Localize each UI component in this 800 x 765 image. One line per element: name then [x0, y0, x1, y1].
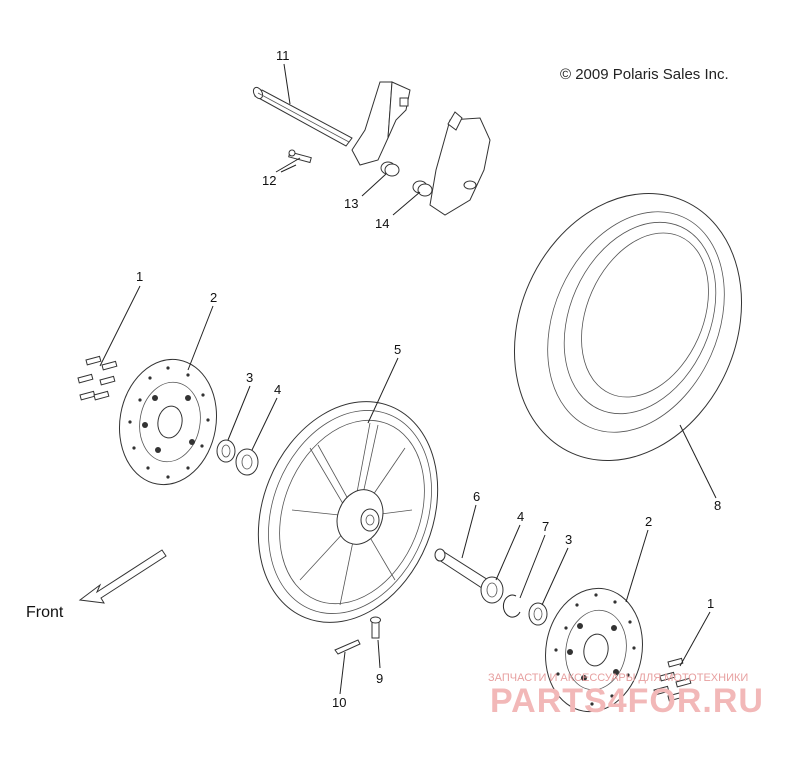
callout-2-right: 2 — [645, 514, 652, 529]
callout-11: 11 — [276, 48, 290, 63]
callout-6: 6 — [473, 489, 480, 504]
callout-4-right: 4 — [517, 509, 524, 524]
brake-disc-left — [118, 358, 218, 486]
front-direction-arrow — [78, 549, 167, 604]
wheel-weight-10 — [334, 639, 361, 655]
seal-right — [528, 602, 548, 626]
wheel-rim — [257, 401, 439, 623]
callout-1-right: 1 — [707, 596, 714, 611]
valve-stem-9 — [370, 616, 381, 639]
tire-part — [513, 192, 743, 462]
callout-7: 7 — [542, 519, 549, 534]
leader-lines — [99, 63, 717, 695]
callout-4-left: 4 — [274, 382, 281, 397]
watermark-brand: PARTS4FOR.RU — [490, 682, 764, 720]
spacer-13 — [380, 161, 400, 177]
callout-1-left: 1 — [136, 269, 143, 284]
callout-5: 5 — [394, 342, 401, 357]
fork-left-leg — [351, 81, 411, 166]
disc-bolts-right — [653, 657, 692, 702]
callout-14: 14 — [375, 216, 389, 231]
copyright-text: © 2009 Polaris Sales Inc. — [560, 66, 729, 83]
seal-left — [216, 439, 236, 463]
callout-8: 8 — [714, 498, 721, 513]
brake-disc-right — [545, 587, 643, 713]
callout-3-left: 3 — [246, 370, 253, 385]
pinch-bolts-12 — [288, 149, 312, 164]
callout-3-right: 3 — [565, 532, 572, 547]
callout-13: 13 — [344, 196, 358, 211]
callout-10: 10 — [332, 695, 346, 710]
callout-9: 9 — [376, 671, 383, 686]
axle-part — [252, 86, 353, 147]
bearing-left — [235, 448, 259, 476]
disc-bolts-left — [77, 355, 118, 401]
spacer-14 — [412, 180, 433, 197]
circlip-7 — [502, 594, 521, 618]
callout-12: 12 — [262, 173, 276, 188]
callout-2-left: 2 — [210, 290, 217, 305]
watermark-tagline: ЗАПЧАСТИ И АКСЕССУАРЫ ДЛЯ МОТОТЕХНИКИ — [488, 672, 748, 684]
bearing-right — [480, 576, 504, 604]
fork-right-leg — [429, 111, 491, 216]
front-label: Front — [26, 604, 64, 621]
